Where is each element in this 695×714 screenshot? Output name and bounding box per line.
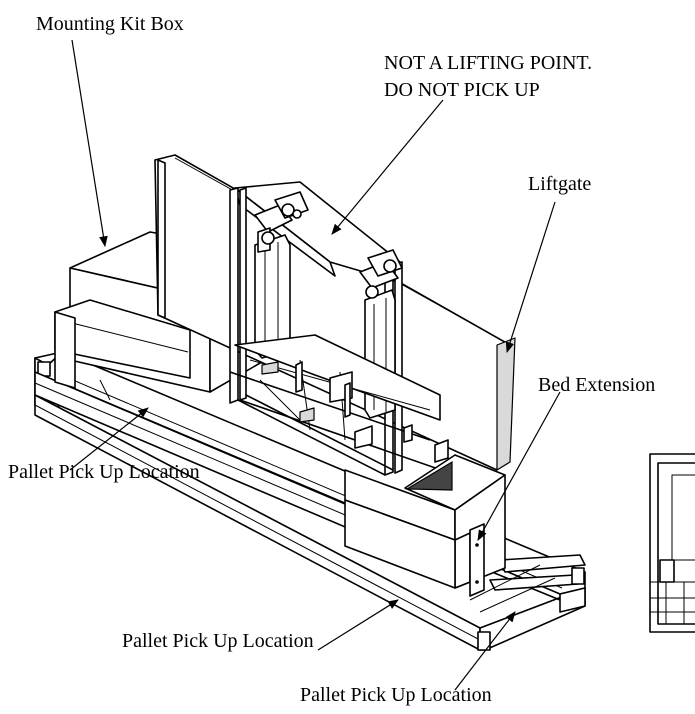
callout-labels: Mounting Kit Box NOT A LIFTING POINT. DO… [8,13,655,706]
label-not-lifting-point-line1: NOT A LIFTING POINT. [384,52,592,74]
leader-pallet-left [69,407,149,471]
left-actuator [254,191,309,359]
bed-extension [344,454,506,597]
leader-pallet-center [317,599,399,651]
label-pallet-pick-up-left: Pallet Pick Up Location [8,461,200,483]
lower-package [54,299,191,389]
leader-pallet-bottom [454,611,516,691]
leader-mounting-kit-box [71,39,108,248]
label-pallet-pick-up-bottom: Pallet Pick Up Location [300,684,492,706]
label-bed-extension: Bed Extension [538,374,655,396]
leader-not-lifting-point [331,99,444,235]
leader-lines [69,39,561,691]
leader-bed-extension [477,391,561,541]
label-pallet-pick-up-center: Pallet Pick Up Location [122,630,314,652]
label-not-lifting-point-line2: DO NOT PICK UP [384,79,540,101]
inset-detail-view [649,453,695,633]
label-mounting-kit-box: Mounting Kit Box [36,13,184,35]
leader-liftgate [505,201,556,354]
inner-frame-lattice [229,334,471,481]
label-liftgate: Liftgate [528,173,591,195]
